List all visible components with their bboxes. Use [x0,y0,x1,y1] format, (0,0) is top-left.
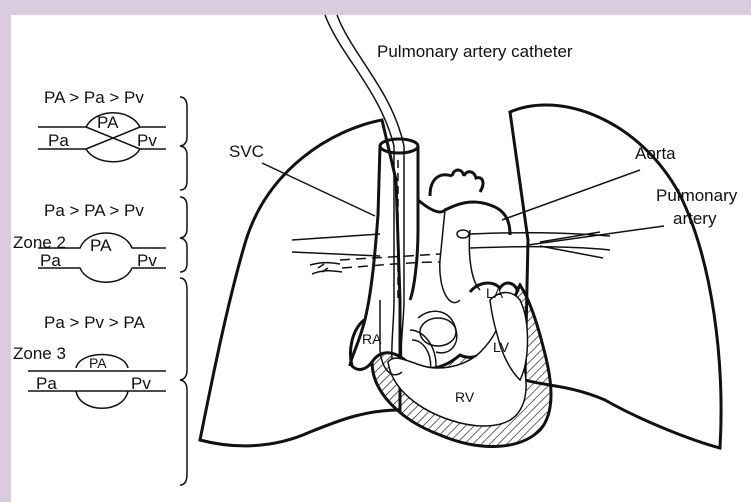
zone-3-condition: Pa > Pv > PA [44,313,145,332]
svc-leader [262,163,375,216]
pulmonary-label-line1: Pulmonary [656,186,738,205]
pulmonary-leader [528,226,664,245]
rv-label: RV [455,389,475,405]
pulmonary-artery-dashed [340,254,440,268]
la-label: LA [486,285,504,301]
svc-opening [380,139,418,153]
zone-2-arterial-label: Pa [40,251,61,270]
zone-3-bracket [180,278,187,485]
zone-2-alveolar-label: PA [90,236,112,255]
svc-right-wall [410,146,418,300]
right-vessel-stub [310,263,342,274]
zone-3-bottom-arc [76,391,128,408]
svc-label: SVC [229,142,264,161]
zone-2-condition: Pa > PA > Pv [44,201,144,220]
zone-1-bracket [180,97,187,190]
zone-1-condition: PA > Pa > Pv [44,88,144,107]
zone-2-name: Zone 2 [13,233,66,252]
pulmonary-label-line2: artery [673,209,717,228]
zone-1: PA > Pa > Pv PA Pa Pv [38,88,187,190]
aorta-label: Aorta [635,144,676,163]
zone-3-alveolar-label: PA [89,355,107,371]
zone-3-venous-label: Pv [131,374,151,393]
right-bronchus [292,234,380,256]
zone-2-venous-label: Pv [137,251,157,270]
zone-1-arterial-label: Pa [48,131,69,150]
zone-2-bottom-line [38,268,166,282]
ra-label: RA [362,331,382,347]
valve-ring [420,318,456,346]
zone-3-arterial-label: Pa [36,374,57,393]
zone-1-venous-label: Pv [137,131,157,150]
zone-2: Pa > PA > Pv Zone 2 PA Pa Pv [13,197,187,282]
catheter-label: Pulmonary artery catheter [377,42,573,61]
aortic-branches [430,170,483,196]
zone-2-bracket [180,197,187,272]
zone-3: Pa > Pv > PA Zone 3 PA Pa Pv [13,278,187,485]
lv-label: LV [493,339,510,355]
zone-1-bottom-line [38,149,166,162]
zone-3-name: Zone 3 [13,344,66,363]
zone-1-alveolar-label: PA [97,113,119,132]
pulmonary-artery-opening [457,230,469,238]
